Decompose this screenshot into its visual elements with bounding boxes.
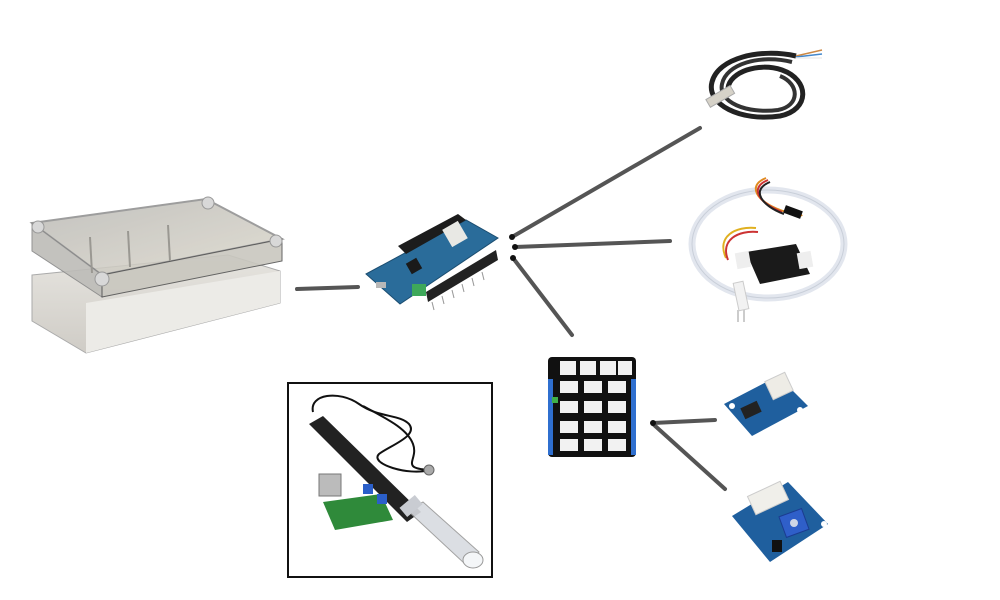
junction-dot (510, 255, 516, 261)
ph-probe-icon (309, 394, 484, 569)
tds-sensor-icon (688, 177, 848, 322)
junction-dot (650, 420, 656, 426)
grove-module-icon (724, 371, 808, 436)
shield-icon (548, 357, 636, 457)
grove-module-chip (720, 370, 812, 442)
connector-shield-grove2 (651, 422, 727, 491)
grove-pot-icon (732, 480, 828, 562)
junction-dot (509, 234, 515, 240)
connector-mcu-temp (510, 126, 702, 239)
enclosure-box (28, 193, 286, 355)
grove-module-potentiometer (730, 470, 830, 568)
microcontroller-board (362, 210, 502, 316)
cable-probe-icon (705, 49, 823, 120)
junction-dot (512, 244, 518, 250)
grove-base-shield (546, 355, 638, 459)
enclosure-icon (29, 196, 285, 354)
tds-sensor (686, 166, 854, 336)
arduino-board-icon (365, 214, 499, 311)
temperature-probe (700, 40, 830, 126)
connector-mcu-tds (513, 239, 672, 249)
connector-mcu-shield (511, 256, 574, 337)
connector-shield-grove1 (651, 418, 717, 425)
connector-enclosure-mcu (295, 285, 360, 291)
ph-sensor-kit (287, 382, 493, 578)
